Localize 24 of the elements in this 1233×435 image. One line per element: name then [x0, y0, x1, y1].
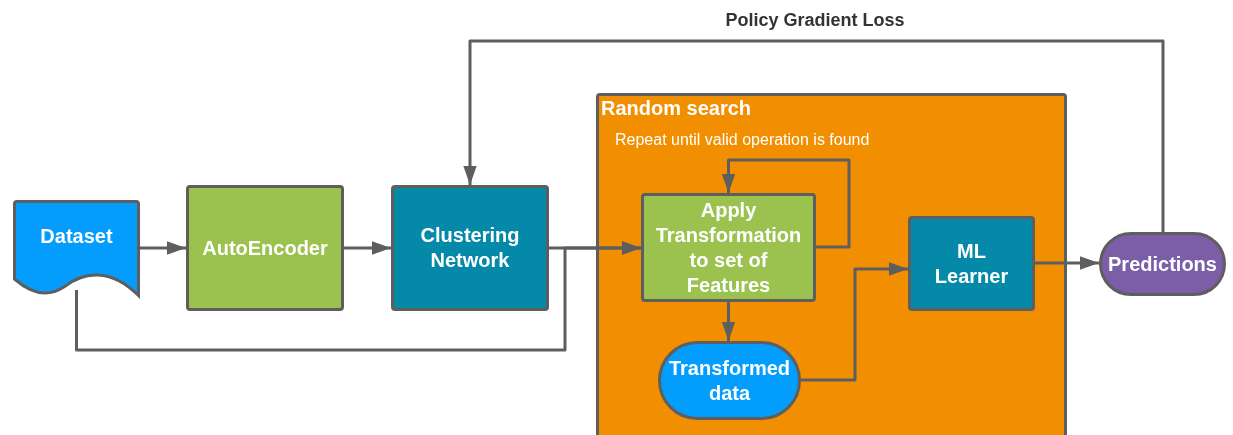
arrow: [801, 262, 908, 382]
document-shape: [13, 200, 140, 297]
arrow: [463, 39, 1165, 232]
terminal-shape: [1099, 232, 1226, 296]
process-box: [641, 193, 816, 302]
arrow: [721, 158, 851, 249]
group-container: [596, 93, 1067, 435]
node-label: Dataset: [39, 224, 114, 249]
process-box: [908, 216, 1035, 311]
node-label: Apply Transformation to set of Features: [654, 197, 803, 298]
arrow: [75, 241, 641, 352]
arrow: [721, 302, 736, 341]
arrow: [1035, 256, 1099, 270]
node-label: AutoEncoder: [201, 235, 329, 261]
node-label: ML Learner: [933, 238, 1010, 289]
node-label: Clustering Network: [419, 223, 521, 273]
node-label: Predictions: [1107, 251, 1218, 277]
arrow: [344, 241, 391, 255]
note-text: Repeat until valid operation is found: [615, 131, 870, 149]
group-title: Random search: [601, 96, 752, 121]
node-label: Transformed data: [667, 355, 792, 406]
process-box: [186, 185, 344, 311]
process-box: [391, 185, 549, 311]
arrow: [140, 241, 186, 255]
